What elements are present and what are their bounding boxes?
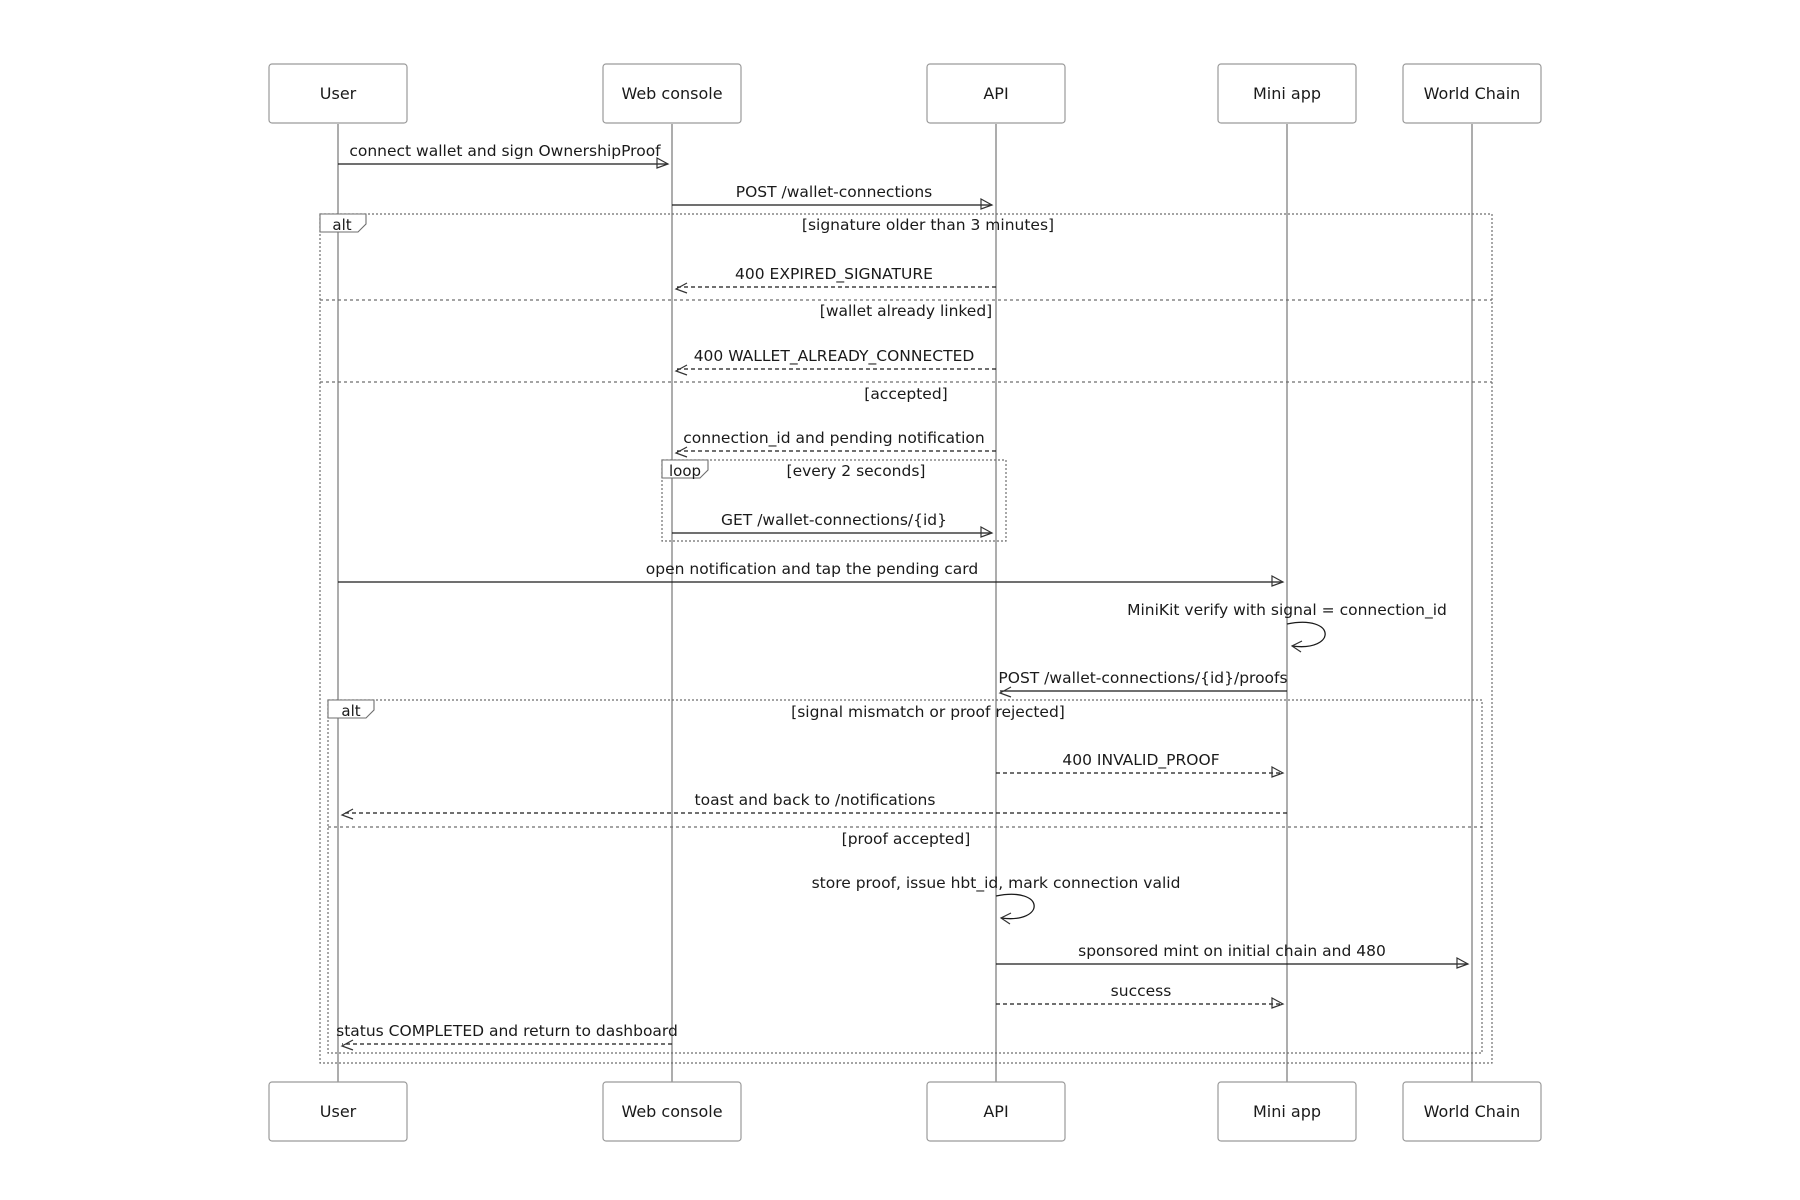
message-label: 400 INVALID_PROOF	[1062, 751, 1219, 770]
message-post-proofs: POST /wallet-connections/{id}/proofs	[998, 669, 1288, 698]
message-label: success	[1111, 982, 1172, 1000]
message-expired-signature: 400 EXPIRED_SIGNATURE	[674, 265, 996, 294]
participant-label: Mini app	[1253, 1102, 1321, 1121]
participant-mini-app-top: Mini app	[1217, 63, 1357, 124]
message-label: GET /wallet-connections/{id}	[721, 511, 947, 529]
arrow-head	[980, 525, 994, 538]
message-label: open notification and tap the pending ca…	[646, 560, 978, 578]
loop-condition-label: [every 2 seconds]	[787, 462, 926, 480]
arrow-head	[674, 364, 688, 376]
message-post-wallet-connections: POST /wallet-connections	[672, 183, 994, 210]
message-label: 400 EXPIRED_SIGNATURE	[735, 265, 933, 284]
alt-frame-tab-label: alt	[341, 702, 360, 720]
message-label: toast and back to /notifications	[695, 791, 936, 809]
participant-label: Mini app	[1253, 84, 1321, 103]
arrow-head	[1271, 574, 1285, 587]
arrow-head	[340, 808, 354, 820]
participant-world-chain-bottom: World Chain	[1402, 1081, 1542, 1142]
message-label: POST /wallet-connections	[736, 183, 932, 201]
message-success: success	[996, 982, 1285, 1009]
participant-label: User	[320, 84, 357, 103]
participant-label: World Chain	[1424, 84, 1521, 103]
message-open-notification: open notification and tap the pending ca…	[338, 560, 1285, 587]
participant-user-top: User	[268, 63, 408, 124]
participant-api-bottom: API	[926, 1081, 1066, 1142]
alt-condition-label: [accepted]	[864, 385, 947, 403]
alt-condition-label: [signature older than 3 minutes]	[802, 216, 1054, 234]
message-wallet-already-connected: 400 WALLET_ALREADY_CONNECTED	[674, 347, 996, 376]
message-store-proof: store proof, issue hbt_id, mark connecti…	[812, 874, 1181, 925]
participant-label: API	[983, 84, 1008, 103]
participant-mini-app-bottom: Mini app	[1217, 1081, 1357, 1142]
loop-frame: loop [every 2 seconds]	[661, 459, 1007, 542]
participant-label: World Chain	[1424, 1102, 1521, 1121]
arrow-head	[656, 156, 670, 169]
message-minikit-verify: MiniKit verify with signal = connection_…	[1127, 601, 1447, 653]
participant-user-bottom: User	[268, 1081, 408, 1142]
message-label: status COMPLETED and return to dashboard	[336, 1022, 678, 1040]
participant-label: User	[320, 1102, 357, 1121]
arrow-head	[340, 1039, 354, 1051]
alt-frame-inner: alt [signal mismatch or proof rejected] …	[327, 699, 1483, 1054]
message-connect-wallet: connect wallet and sign OwnershipProof	[338, 142, 670, 169]
participant-web-console-top: Web console	[602, 63, 742, 124]
arrow-head	[980, 197, 994, 210]
message-label: connect wallet and sign OwnershipProof	[349, 142, 661, 160]
message-label: 400 WALLET_ALREADY_CONNECTED	[694, 347, 975, 366]
loop-frame-tab-label: loop	[669, 462, 701, 480]
message-label: connection_id and pending notification	[683, 429, 984, 448]
message-label: sponsored mint on initial chain and 480	[1078, 942, 1386, 960]
message-label: POST /wallet-connections/{id}/proofs	[998, 669, 1287, 687]
participant-world-chain-top: World Chain	[1402, 63, 1542, 124]
message-status-completed: status COMPLETED and return to dashboard	[336, 1022, 678, 1051]
message-connection-id: connection_id and pending notification	[674, 429, 996, 458]
alt-frame-tab-label: alt	[332, 216, 351, 234]
arrow-head	[1271, 996, 1285, 1009]
arrow-head	[999, 912, 1012, 925]
alt-condition-label: [signal mismatch or proof rejected]	[791, 703, 1065, 721]
arrow-head	[1456, 956, 1470, 969]
message-label: store proof, issue hbt_id, mark connecti…	[812, 874, 1181, 893]
alt-condition-label: [wallet already linked]	[820, 302, 992, 320]
alt-condition-label: [proof accepted]	[842, 830, 971, 848]
participant-api-top: API	[926, 63, 1066, 124]
participant-label: API	[983, 1102, 1008, 1121]
message-sponsored-mint: sponsored mint on initial chain and 480	[996, 942, 1470, 969]
message-invalid-proof: 400 INVALID_PROOF	[996, 751, 1285, 778]
arrow-head	[1271, 765, 1285, 778]
participant-web-console-bottom: Web console	[602, 1081, 742, 1142]
alt-frame-outer: alt [signature older than 3 minutes] [wa…	[319, 213, 1493, 1064]
message-toast-notifications: toast and back to /notifications	[340, 791, 1287, 820]
message-get-wallet-connection: GET /wallet-connections/{id}	[672, 511, 994, 538]
participant-label: Web console	[621, 1102, 722, 1121]
message-label: MiniKit verify with signal = connection_…	[1127, 601, 1447, 620]
arrow-head	[998, 686, 1012, 698]
arrow-head	[674, 282, 688, 294]
participant-label: Web console	[621, 84, 722, 103]
arrow-head	[1290, 640, 1303, 653]
arrow-head	[674, 446, 688, 458]
